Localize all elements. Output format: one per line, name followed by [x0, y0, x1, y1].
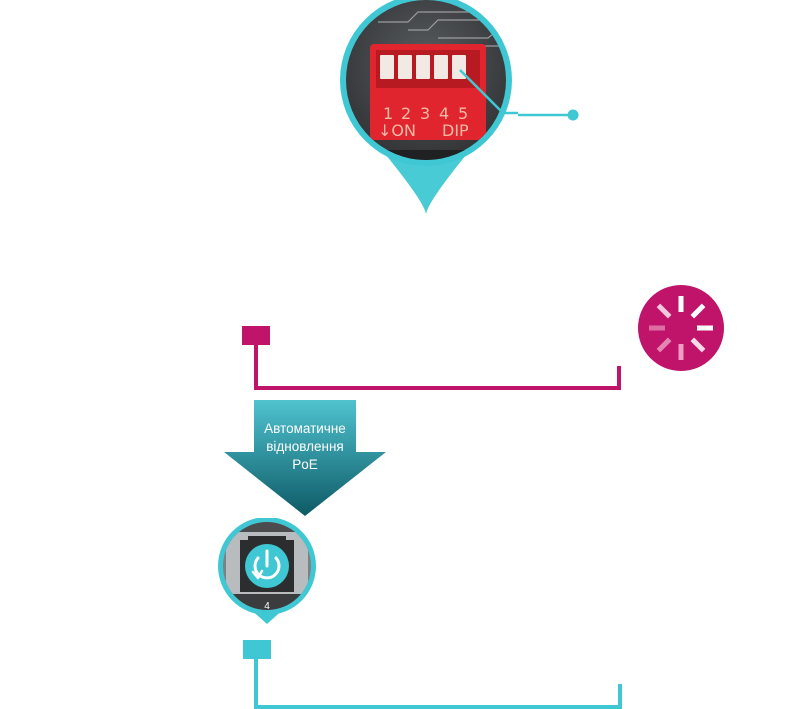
teal-marker	[243, 640, 271, 659]
poe-label: Автоматичне відновлення PoE	[254, 420, 356, 474]
magenta-marker	[242, 326, 270, 345]
dip-number: 5	[458, 104, 468, 123]
teal-connector-line	[254, 658, 258, 709]
power-restart-icon	[245, 544, 289, 588]
teal-connector-line	[254, 705, 622, 709]
port-number: 4	[264, 601, 270, 612]
poe-label-line: Автоматичне	[264, 421, 346, 436]
poe-label-line: відновлення	[266, 439, 344, 454]
poe-recovery-arrow	[224, 400, 386, 516]
dip-number: 3	[420, 104, 430, 123]
magenta-connector-line	[254, 345, 258, 390]
magenta-connector-line	[254, 386, 621, 390]
magenta-connector-line	[617, 366, 621, 390]
port-badge	[218, 518, 316, 624]
dip-label: DIP	[442, 121, 469, 140]
teal-connector-line	[618, 684, 622, 709]
dip-on-label: ↓ON	[378, 121, 416, 140]
dip-switch-callout: 1 2 3 4 5 ↓ON DIP	[340, 0, 518, 215]
loading-spinner-icon	[638, 285, 724, 371]
dip-number: 2	[401, 104, 411, 123]
callout-pointer	[518, 109, 579, 121]
poe-label-line: PoE	[292, 457, 318, 472]
dip-number: 4	[439, 104, 449, 123]
dip-number: 1	[383, 104, 393, 123]
